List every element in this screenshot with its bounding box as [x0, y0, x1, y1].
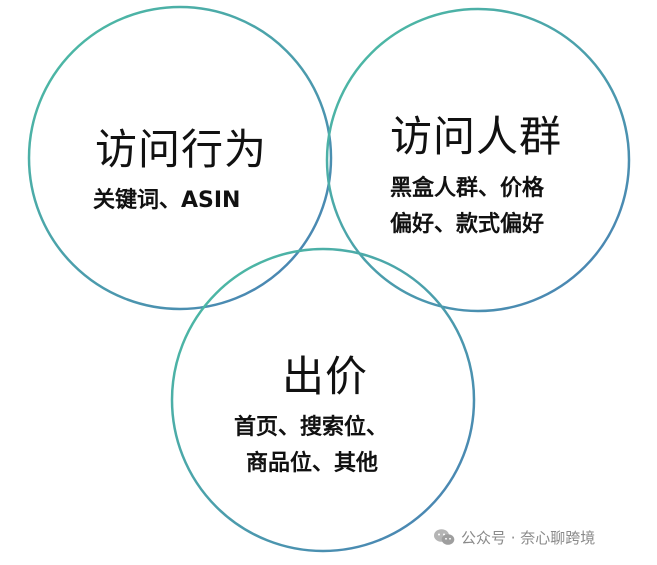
- watermark-text: 公众号 · 奈心聊跨境: [461, 528, 596, 547]
- circle-bid-title: 出价: [282, 352, 369, 401]
- circle-visit-audience: [325, 7, 631, 313]
- circle-visit-audience-detail-line2: 偏好、款式偏好: [390, 212, 545, 237]
- circle-bid-detail-line2: 商品位、其他: [246, 451, 379, 476]
- circle-visit-audience-title: 访问人群: [390, 112, 563, 161]
- circle-visit-behavior-detail: 关键词、ASIN: [93, 188, 241, 213]
- circle-visit-behavior-title: 访问行为: [95, 125, 268, 174]
- watermark: 公众号 · 奈心聊跨境: [433, 524, 595, 550]
- wechat-icon: [434, 529, 455, 545]
- circle-visit-audience-detail-line1: 黑盒人群、价格: [390, 176, 545, 201]
- circle-bid: [170, 247, 476, 553]
- circle-bid-detail-line1: 首页、搜索位、: [234, 415, 389, 440]
- circle-visit-behavior: [27, 5, 333, 311]
